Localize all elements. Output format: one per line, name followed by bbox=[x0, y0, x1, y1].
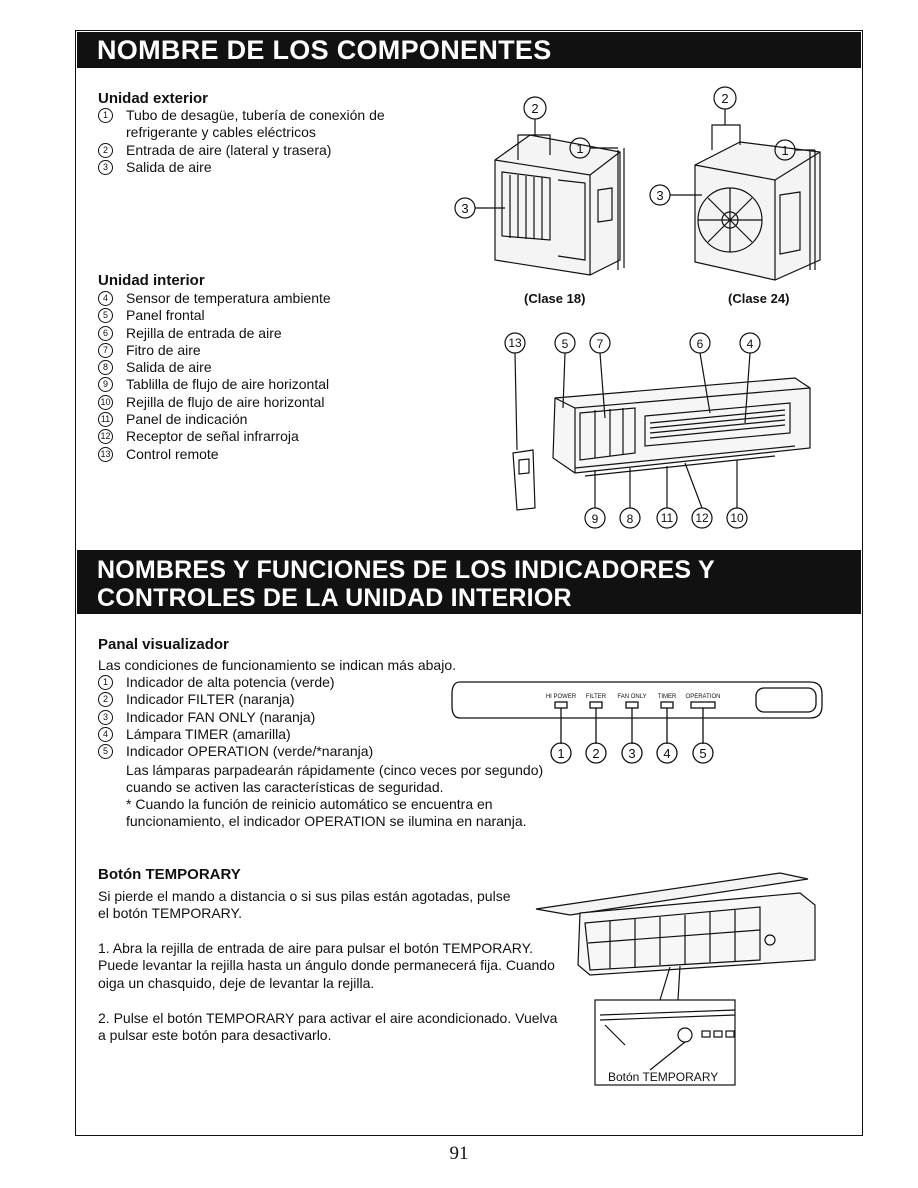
temporary-step-1: 1. Abra la rejilla de entrada de aire pa… bbox=[98, 940, 555, 991]
temporary-intro: Si pierde el mando a distancia o si sus … bbox=[98, 888, 511, 922]
svg-text:12: 12 bbox=[695, 511, 709, 525]
page-number: 91 bbox=[449, 1143, 469, 1164]
panel-label-hi-power: HI POWER bbox=[546, 694, 577, 700]
display-note-safety: Las lámparas parpadearán rápidamente (ci… bbox=[126, 762, 544, 796]
display-heading: Panal visualizador bbox=[98, 636, 229, 653]
svg-text:8: 8 bbox=[627, 512, 634, 526]
temporary-button-illustration bbox=[535, 872, 816, 1086]
svg-text:2: 2 bbox=[721, 91, 728, 106]
indoor-heading: Unidad interior bbox=[98, 272, 205, 289]
svg-text:1: 1 bbox=[781, 143, 788, 158]
section-title-line-2: CONTROLES DE LA UNIDAD INTERIOR bbox=[97, 584, 572, 612]
svg-text:5: 5 bbox=[562, 337, 569, 351]
outdoor-units-illustration: 2 1 3 2 1 3 bbox=[454, 86, 821, 281]
section-title-components: NOMBRE DE LOS COMPONENTES bbox=[77, 32, 861, 68]
svg-text:3: 3 bbox=[628, 746, 635, 761]
svg-text:4: 4 bbox=[663, 746, 670, 761]
panel-label-operation: OPERATION bbox=[686, 694, 721, 700]
display-intro: Las condiciones de funcionamiento se ind… bbox=[98, 657, 457, 673]
svg-text:4: 4 bbox=[747, 337, 754, 351]
display-panel-illustration: HI POWER FILTER FAN ONLY TIMER OPERATION… bbox=[451, 681, 823, 764]
svg-text:3: 3 bbox=[656, 188, 663, 203]
indoor-unit-illustration: 13 5 7 6 4 9 8 11 12 10 bbox=[504, 332, 811, 529]
section-title-indicators: NOMBRES Y FUNCIONES DE LOS INDICADORES Y… bbox=[77, 550, 861, 614]
svg-text:10: 10 bbox=[730, 511, 744, 525]
svg-text:1: 1 bbox=[557, 746, 564, 761]
temporary-heading: Botón TEMPORARY bbox=[98, 866, 241, 883]
display-note-restart: * Cuando la función de reinicio automáti… bbox=[126, 796, 527, 830]
svg-text:3: 3 bbox=[461, 201, 468, 216]
page-frame bbox=[75, 30, 863, 1136]
svg-text:11: 11 bbox=[661, 511, 674, 525]
svg-text:9: 9 bbox=[592, 512, 599, 526]
svg-text:6: 6 bbox=[697, 337, 704, 351]
svg-text:1: 1 bbox=[576, 141, 583, 156]
outdoor-heading: Unidad exterior bbox=[98, 90, 209, 107]
section-title-line-1: NOMBRES Y FUNCIONES DE LOS INDICADORES Y bbox=[97, 556, 715, 584]
svg-text:2: 2 bbox=[531, 101, 538, 116]
caption-clase-18: (Clase 18) bbox=[524, 291, 586, 306]
temporary-callout-label: Botón TEMPORARY bbox=[608, 1070, 719, 1084]
svg-text:7: 7 bbox=[597, 337, 604, 351]
svg-text:2: 2 bbox=[592, 746, 599, 761]
svg-text:13: 13 bbox=[508, 336, 522, 350]
temporary-step-2: 2. Pulse el botón TEMPORARY para activar… bbox=[98, 1010, 558, 1044]
svg-text:5: 5 bbox=[699, 746, 706, 761]
panel-label-timer: TIMER bbox=[658, 694, 677, 700]
panel-label-filter: FILTER bbox=[586, 694, 607, 700]
caption-clase-24: (Clase 24) bbox=[728, 291, 790, 306]
panel-label-fan-only: FAN ONLY bbox=[617, 694, 646, 700]
